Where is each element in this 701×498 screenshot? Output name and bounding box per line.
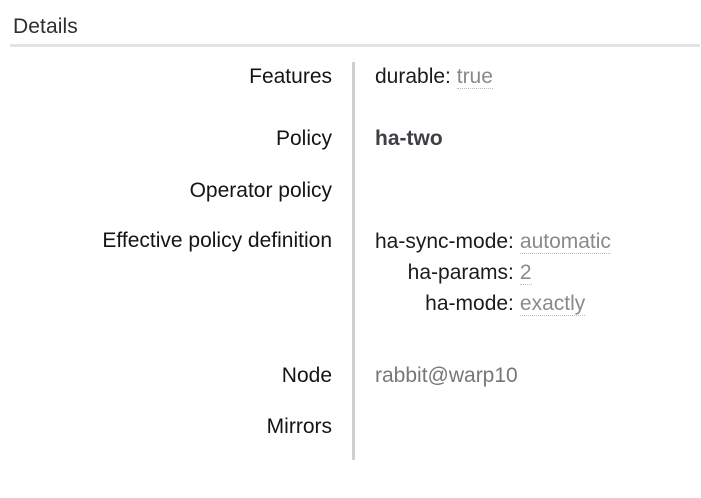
table-row-policy: Policy ha-two bbox=[0, 124, 701, 176]
table-row-operator-policy: Operator policy bbox=[0, 176, 701, 226]
effective-key-ha-params: ha-params: bbox=[407, 261, 514, 284]
feature-key-durable: durable: bbox=[375, 65, 451, 88]
effective-value-ha-sync-mode[interactable]: automatic bbox=[519, 230, 611, 254]
operator-policy-value bbox=[375, 176, 701, 177]
effective-value-wrap-ha-params: 2 bbox=[519, 257, 611, 288]
effective-pair-ha-mode: ha-mode: exactly bbox=[375, 288, 611, 319]
effective-policy-list: ha-sync-mode: automatic ha-params: 2 bbox=[375, 226, 611, 319]
label-text: Mirrors bbox=[266, 415, 332, 438]
row-value-operator-policy bbox=[352, 176, 701, 226]
table-row-mirrors: Mirrors bbox=[0, 412, 701, 460]
table-row-effective-policy-definition: Effective policy definition ha-sync-mode… bbox=[0, 226, 701, 361]
effective-value-ha-mode[interactable]: exactly bbox=[519, 292, 586, 316]
row-value-mirrors bbox=[352, 412, 701, 460]
effective-value-wrap-ha-mode: exactly bbox=[519, 288, 611, 319]
row-value-node: rabbit@warp10 bbox=[352, 361, 701, 412]
table-row-node: Node rabbit@warp10 bbox=[0, 361, 701, 412]
row-value-effective-policy-definition: ha-sync-mode: automatic ha-params: 2 bbox=[352, 226, 701, 361]
node-name-value[interactable]: rabbit@warp10 bbox=[375, 364, 518, 387]
table-row-features: Features durable: true bbox=[0, 62, 701, 124]
effective-key-ha-sync-mode: ha-sync-mode: bbox=[375, 230, 514, 253]
label-text: Policy bbox=[275, 127, 332, 150]
page-title: Details bbox=[13, 15, 78, 38]
effective-key-ha-mode: ha-mode: bbox=[425, 292, 514, 315]
row-label-mirrors: Mirrors bbox=[0, 412, 354, 460]
details-table: Features durable: true Policy ha-two bbox=[0, 62, 701, 460]
mirrors-value bbox=[375, 412, 701, 413]
label-text: Effective policy definition bbox=[102, 229, 332, 252]
row-value-features: durable: true bbox=[352, 62, 701, 124]
label-text: Features bbox=[249, 65, 332, 88]
feature-pair-durable: durable: true bbox=[375, 62, 701, 92]
row-label-node: Node bbox=[0, 361, 354, 412]
feature-value-durable[interactable]: true bbox=[456, 65, 493, 89]
row-label-policy: Policy bbox=[0, 124, 354, 176]
effective-value-ha-params[interactable]: 2 bbox=[519, 261, 532, 285]
effective-pair-ha-params: ha-params: 2 bbox=[375, 257, 611, 288]
row-label-effective-policy-definition: Effective policy definition bbox=[0, 226, 354, 361]
effective-value-wrap-ha-sync-mode: automatic bbox=[519, 226, 611, 257]
title-divider bbox=[10, 44, 700, 47]
row-value-policy: ha-two bbox=[352, 124, 701, 176]
policy-name-link[interactable]: ha-two bbox=[375, 127, 443, 150]
row-label-features: Features bbox=[0, 62, 354, 124]
label-text: Operator policy bbox=[189, 179, 332, 202]
label-text: Node bbox=[281, 364, 332, 387]
effective-pair-ha-sync-mode: ha-sync-mode: automatic bbox=[375, 226, 611, 257]
row-label-operator-policy: Operator policy bbox=[0, 176, 354, 226]
